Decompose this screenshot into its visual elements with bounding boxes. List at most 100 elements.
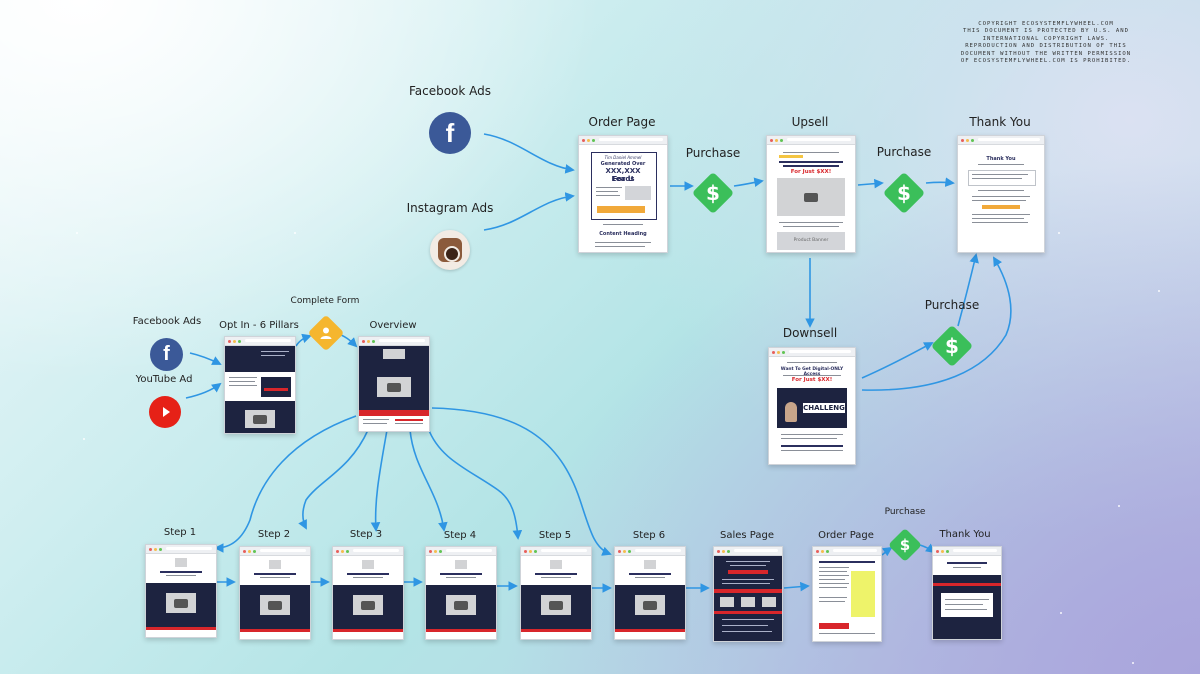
text-line bbox=[819, 567, 849, 569]
purchase-step-4[interactable]: $ bbox=[887, 527, 923, 563]
text-line bbox=[787, 362, 837, 364]
browser-bar bbox=[240, 547, 310, 556]
browser-bar bbox=[333, 547, 403, 556]
step-4-page-thumbnail[interactable] bbox=[425, 546, 497, 640]
browser-bar bbox=[225, 337, 295, 346]
arrow-downsell-to-thankyou bbox=[861, 256, 1012, 391]
overview-logo bbox=[383, 349, 405, 359]
upsell-page-thumbnail[interactable]: For Just $XX! Product Banner bbox=[766, 135, 856, 253]
purchase-label-2: Purchase bbox=[876, 145, 932, 159]
arrow-overview-to-step1 bbox=[214, 415, 357, 553]
step-logo bbox=[269, 560, 281, 569]
step-2-page-thumbnail[interactable] bbox=[239, 546, 311, 640]
browser-bar bbox=[767, 136, 855, 145]
instagram-icon[interactable] bbox=[430, 230, 470, 270]
arrow-overview-to-step5 bbox=[427, 427, 523, 540]
text-line bbox=[596, 187, 622, 189]
presenter-figure bbox=[785, 402, 797, 422]
text-line bbox=[945, 604, 983, 606]
youtube-icon[interactable] bbox=[149, 396, 181, 428]
step-6-page-thumbnail[interactable] bbox=[614, 546, 686, 640]
order-brand: Tim Daniel Ammel bbox=[604, 155, 642, 160]
text-line bbox=[781, 434, 843, 436]
text-line bbox=[261, 355, 285, 357]
text-line bbox=[363, 423, 387, 425]
copyright-line: DOCUMENT WITHOUT THE WRITTEN PERMISSION bbox=[960, 50, 1132, 57]
thank-you-2-thumbnail[interactable] bbox=[932, 546, 1002, 640]
text-line bbox=[819, 633, 875, 635]
text-line bbox=[781, 450, 843, 452]
sparkle-dot bbox=[294, 232, 296, 234]
arrow-optin-to-form bbox=[295, 333, 312, 347]
sales-feature bbox=[741, 597, 755, 607]
facebook-ads-label-2: Facebook Ads bbox=[132, 316, 202, 327]
sparkle-dot bbox=[1060, 612, 1062, 614]
challenge-text: CHALLENG bbox=[803, 403, 845, 413]
arrow-purchase-to-thankyou bbox=[925, 177, 955, 187]
instagram-lens bbox=[444, 246, 460, 262]
browser-bar bbox=[958, 136, 1044, 145]
step-5-label: Step 5 bbox=[538, 530, 572, 541]
opt-in-page-thumbnail[interactable] bbox=[224, 336, 296, 434]
order-page-thumbnail[interactable]: Tim Daniel Ammel Generated Over XXX,XXX … bbox=[578, 135, 668, 253]
text-line bbox=[819, 561, 875, 563]
text-line bbox=[730, 565, 766, 567]
text-line bbox=[722, 631, 772, 633]
purchase-step-2[interactable]: $ bbox=[882, 171, 926, 215]
arrow-overview-to-step2 bbox=[298, 429, 369, 530]
arrow-facebook-to-order bbox=[483, 133, 575, 174]
text-line bbox=[781, 438, 837, 440]
step-logo bbox=[644, 560, 656, 569]
text-line bbox=[819, 579, 845, 581]
copyright-line: COPYRIGHT ECOSYSTEMFLYWHEEL.COM bbox=[978, 21, 1114, 27]
text-line bbox=[972, 218, 1024, 220]
order-page-2-thumbnail[interactable] bbox=[812, 546, 882, 642]
overview-page-thumbnail[interactable] bbox=[358, 336, 430, 432]
copyright-line: REPRODUCTION AND DISTRIBUTION OF THIS bbox=[965, 43, 1127, 50]
text-line bbox=[819, 583, 849, 585]
arrow-upsell-to-purchase bbox=[857, 178, 884, 189]
text-line bbox=[261, 351, 289, 353]
text-line bbox=[781, 445, 843, 447]
upsell-video bbox=[777, 178, 845, 216]
purchase-step-3[interactable]: $ bbox=[930, 324, 974, 368]
opt-in-submit bbox=[264, 388, 288, 391]
order-submit-button bbox=[819, 623, 849, 629]
facebook-icon[interactable]: f bbox=[150, 338, 183, 371]
step-video bbox=[446, 595, 476, 615]
step-1-page-thumbnail[interactable] bbox=[145, 544, 217, 638]
purchase-step-1[interactable]: $ bbox=[691, 171, 735, 215]
overview-label: Overview bbox=[369, 320, 417, 331]
opt-in-label: Opt In - 6 Pillars bbox=[219, 320, 299, 331]
order-section-heading: Content Heading bbox=[599, 231, 647, 237]
sales-feature bbox=[762, 597, 776, 607]
text-line bbox=[953, 567, 981, 569]
thank-you-page-thumbnail[interactable]: Thank You bbox=[957, 135, 1045, 253]
browser-bar bbox=[769, 348, 855, 357]
purchase-label-4: Purchase bbox=[884, 507, 926, 517]
text-line bbox=[947, 562, 987, 564]
sales-page-thumbnail[interactable] bbox=[713, 546, 783, 642]
sparkle-dot bbox=[1118, 505, 1120, 507]
text-line bbox=[819, 597, 847, 599]
complete-form-step[interactable] bbox=[307, 314, 345, 352]
text-line bbox=[722, 619, 774, 621]
step-5-page-thumbnail[interactable] bbox=[520, 546, 592, 640]
step-video bbox=[541, 595, 571, 615]
text-line bbox=[783, 152, 839, 154]
dollar-icon: $ bbox=[945, 334, 959, 358]
browser-bar bbox=[714, 547, 782, 556]
text-line bbox=[635, 577, 665, 579]
step-video bbox=[166, 593, 196, 613]
browser-bar bbox=[426, 547, 496, 556]
step-3-page-thumbnail[interactable] bbox=[332, 546, 404, 640]
text-line bbox=[229, 377, 257, 379]
step-3-label: Step 3 bbox=[349, 529, 383, 540]
text-line bbox=[722, 583, 770, 585]
downsell-page-thumbnail[interactable]: Want To Get Digital-ONLY Access For Just… bbox=[768, 347, 856, 465]
highlight-strip bbox=[779, 155, 803, 158]
facebook-icon[interactable]: f bbox=[429, 112, 471, 154]
arrow-sales-to-order bbox=[783, 581, 810, 592]
text-line bbox=[166, 575, 196, 577]
